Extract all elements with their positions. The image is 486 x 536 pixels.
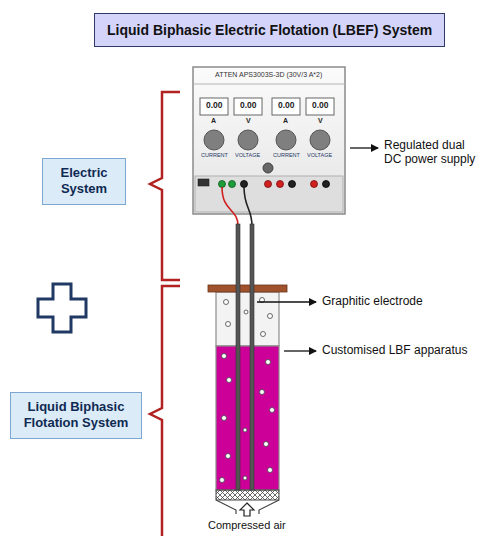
- display-reading: 0.00: [278, 101, 295, 111]
- bracket: [150, 286, 180, 536]
- part-label: Compressed air: [208, 519, 286, 532]
- title-text: Liquid Biphasic Electric Flotation (LBEF…: [107, 22, 432, 38]
- part-label: Customised LBF apparatus: [322, 344, 467, 358]
- knob-label: CURRENT: [273, 152, 300, 158]
- lbf-apparatus: [208, 224, 287, 516]
- brand-label: ATTEN APS3003S-3D (30V/3 A*2): [215, 71, 322, 79]
- unit-label: V: [318, 117, 323, 125]
- part-label: Regulated dual DC power supply: [384, 139, 482, 167]
- part-label: Graphitic electrode: [322, 295, 423, 309]
- display-reading: 0.00: [240, 101, 257, 111]
- display-reading: 0.00: [206, 101, 223, 111]
- leader-arrow: [257, 301, 316, 302]
- red-wire: [222, 187, 238, 288]
- knob-label: VOLTAGE: [235, 152, 260, 158]
- unit-label: A: [283, 117, 288, 125]
- bracket: [150, 92, 180, 280]
- unit-label: V: [246, 117, 251, 125]
- system-box: Liquid Biphasic Flotation System: [10, 392, 142, 439]
- title-box: Liquid Biphasic Electric Flotation (LBEF…: [94, 13, 445, 47]
- power-supply: [193, 67, 345, 214]
- plus-symbol: [38, 284, 86, 332]
- box-label: Electric System: [49, 165, 119, 198]
- box-label: Liquid Biphasic Flotation System: [17, 399, 135, 432]
- display-reading: 0.00: [312, 101, 329, 111]
- unit-label: A: [211, 117, 216, 125]
- leader-arrow: [284, 350, 316, 351]
- knob-label: VOLTAGE: [307, 152, 332, 158]
- system-box: Electric System: [42, 158, 126, 205]
- leader-arrow: [350, 147, 378, 148]
- knob-label: CURRENT: [201, 152, 228, 158]
